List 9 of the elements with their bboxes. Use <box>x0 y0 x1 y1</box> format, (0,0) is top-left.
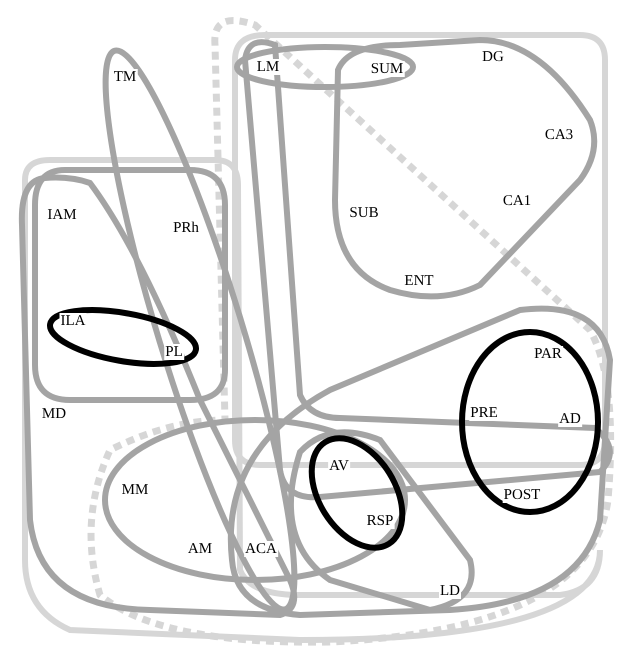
region-label: POST <box>502 487 542 503</box>
region-label: PRE <box>469 405 499 421</box>
region-label: PL <box>164 344 184 360</box>
region-label: LD <box>439 583 461 599</box>
region-label: SUM <box>370 61 404 77</box>
region-label: LM <box>256 59 280 75</box>
region-label: ACA <box>244 541 278 557</box>
region-label: RSP <box>366 513 394 529</box>
region-label: AD <box>558 411 582 427</box>
